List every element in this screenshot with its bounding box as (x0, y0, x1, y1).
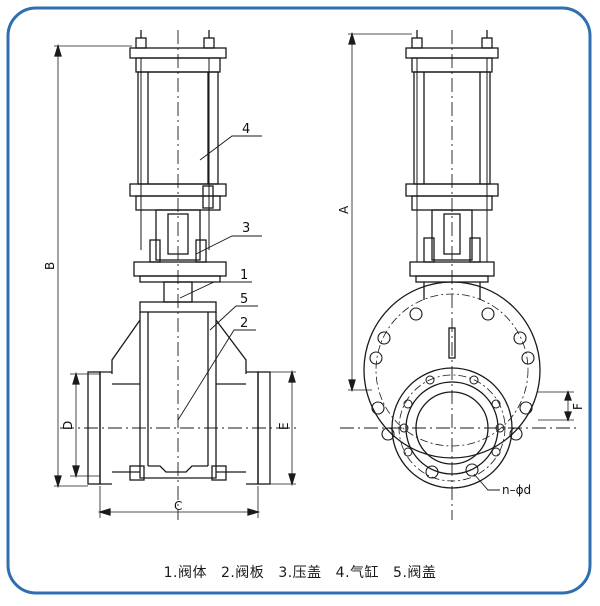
legend-item-2: 2.阀板 (220, 565, 265, 581)
legend-item-5: 5.阀盖 (393, 565, 437, 581)
valve-body (139, 312, 217, 479)
dim-holes: n–ϕd (502, 483, 531, 497)
legend-item-1: 1.阀体 (163, 565, 207, 581)
legend-item-3: 3.压盖 (278, 565, 322, 581)
gland-plate (133, 261, 227, 277)
bore (415, 391, 489, 465)
dim-B: B (43, 262, 57, 270)
dim-E: E (277, 422, 291, 430)
front-view (54, 30, 300, 520)
side-view (340, 30, 580, 520)
callout-2: 2 (240, 316, 248, 331)
callout-5: 5 (240, 292, 248, 307)
dim-F: F (571, 403, 585, 410)
dim-D: D (61, 421, 75, 430)
legend-item-4: 4.气缸 (335, 565, 380, 581)
dim-A: A (337, 205, 351, 214)
callout-1: 1 (240, 268, 248, 283)
flange-outer (363, 281, 541, 459)
callout-3: 3 (242, 221, 250, 236)
dim-C: C (174, 499, 182, 513)
callout-4: 4 (242, 122, 250, 137)
parts-legend: 1.阀体 2.阀板 3.压盖 4.气缸 5.阀盖 (0, 562, 600, 582)
diagram-frame (6, 6, 592, 595)
